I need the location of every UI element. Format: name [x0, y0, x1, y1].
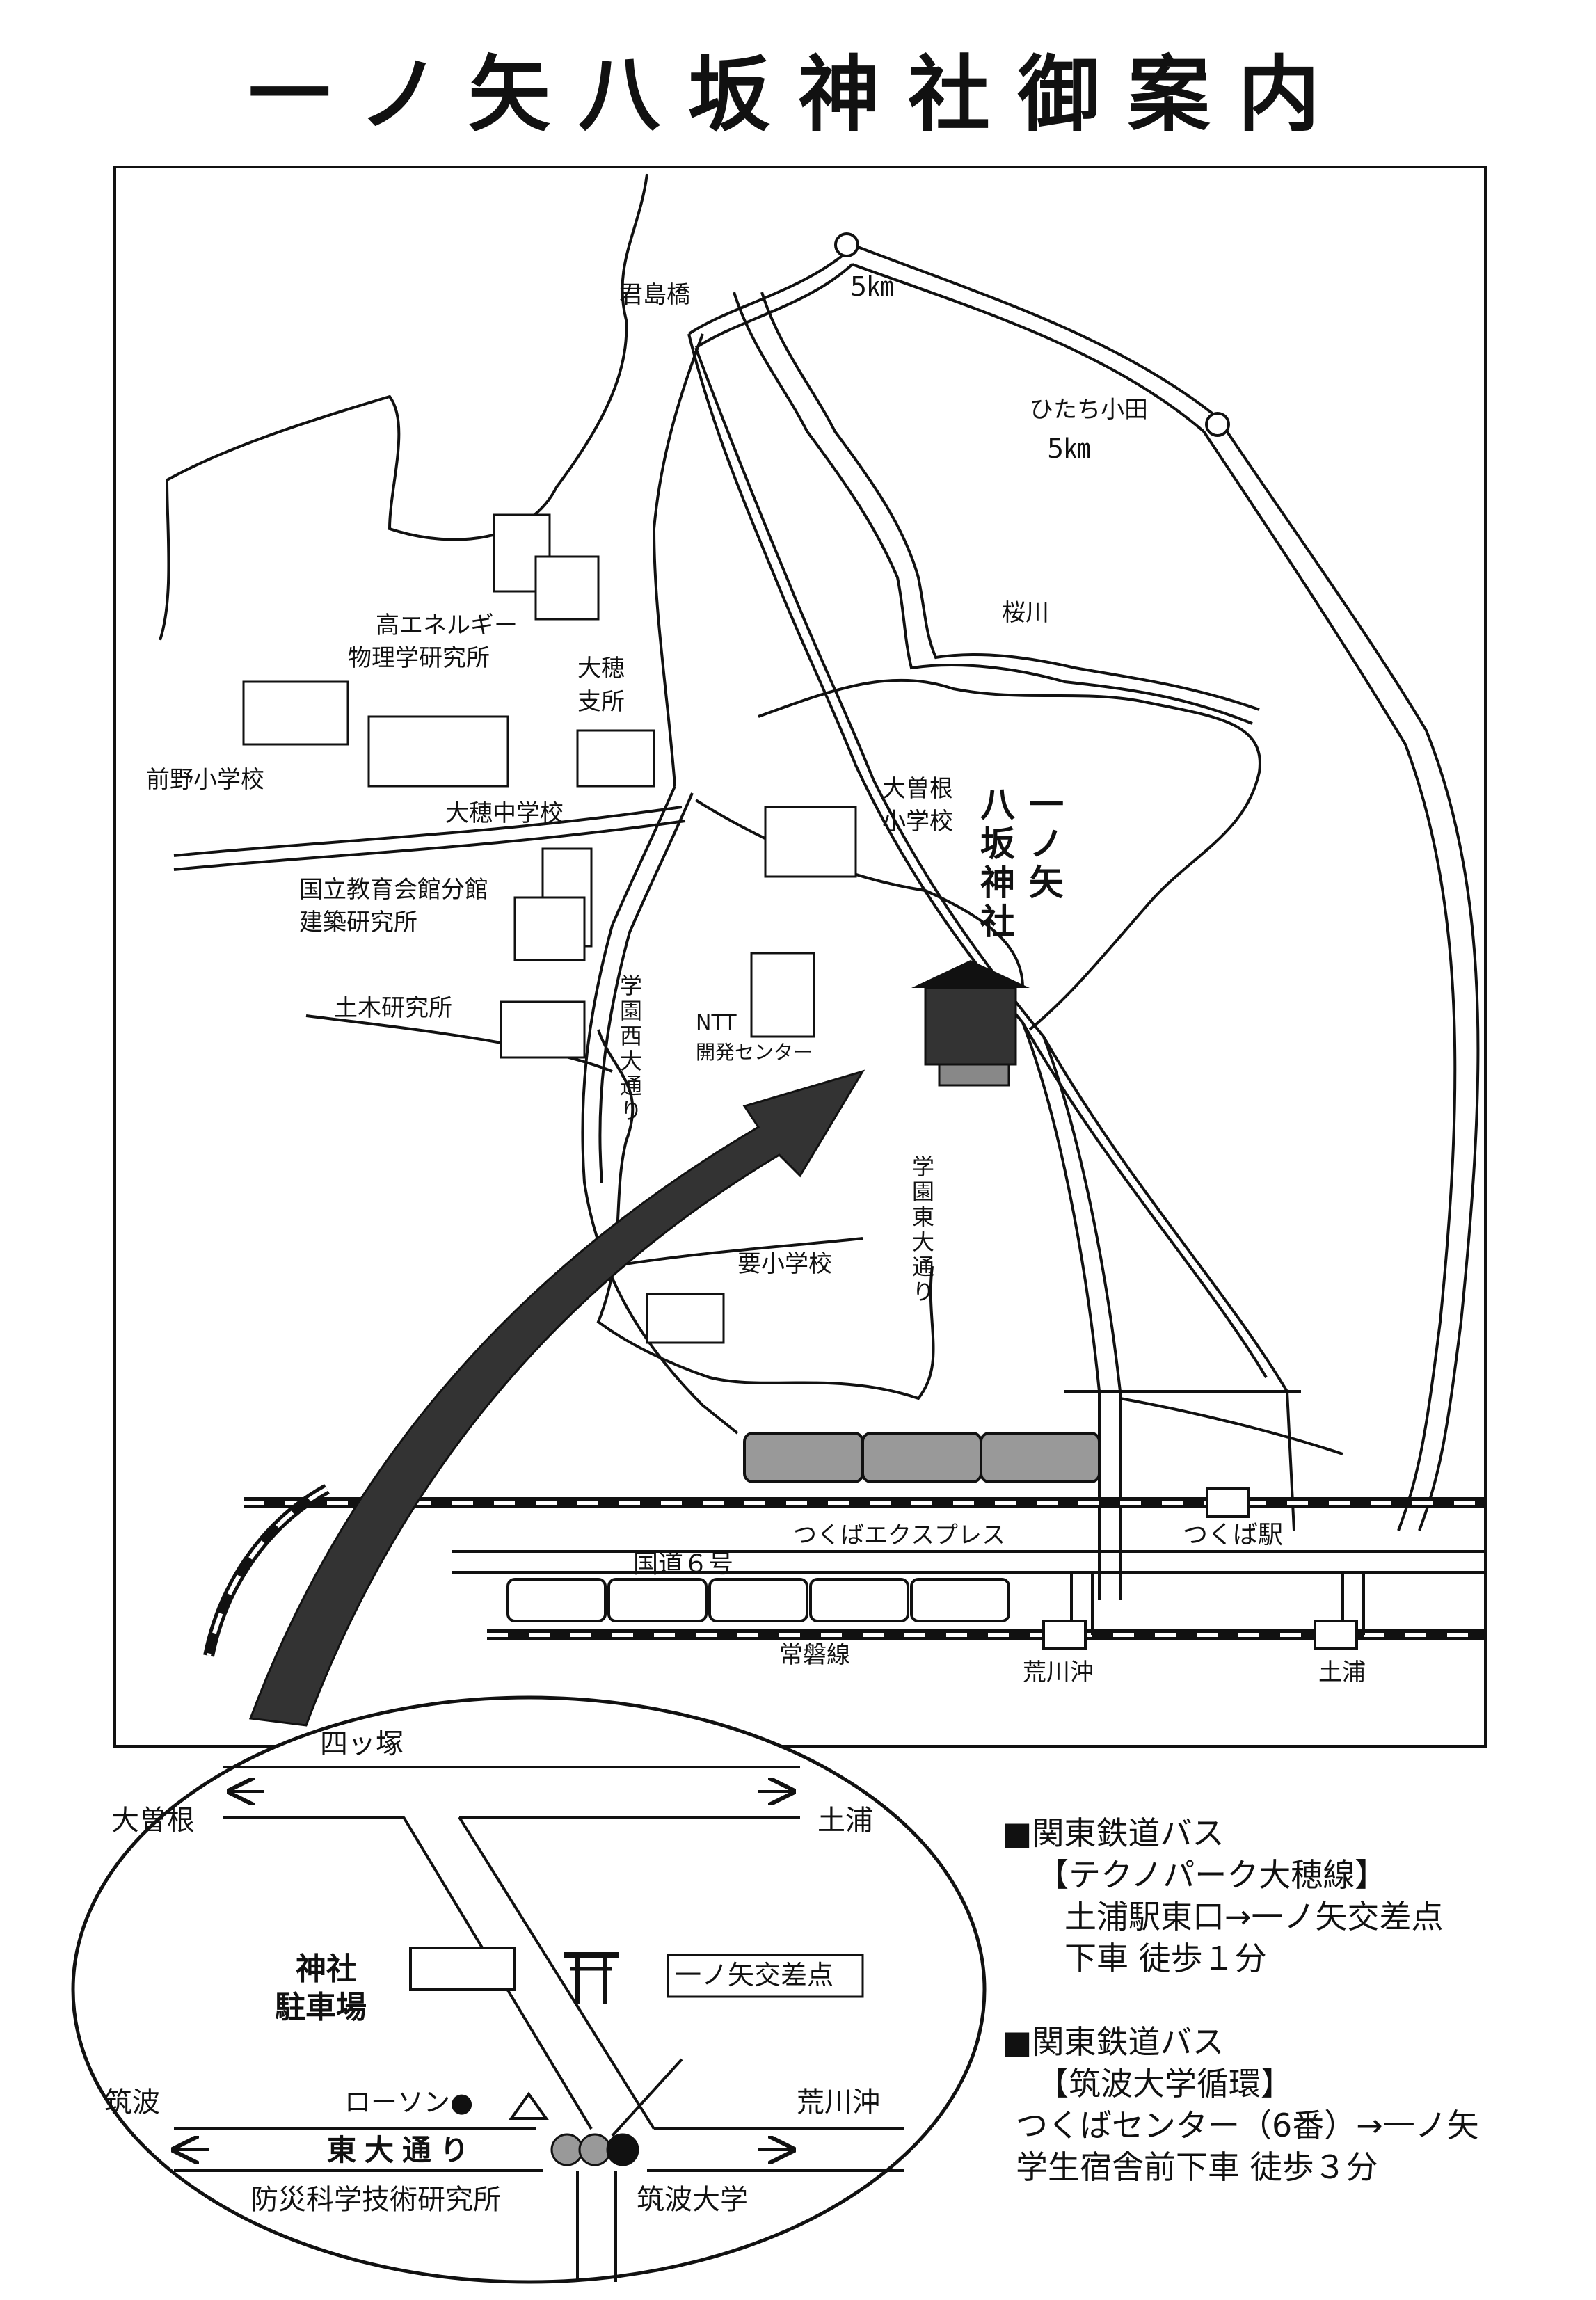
ntt-building-icon [750, 952, 815, 1038]
bus-2-header: ■関東鉄道バス [1002, 2023, 1224, 2061]
bus-1-line-name: 【テクノパーク大穂線】 [1037, 1856, 1387, 1894]
junction-hitachi-oda-marker [1205, 412, 1230, 437]
oho-jhs-building-icon [367, 715, 509, 788]
ichinoya-crossing-box [667, 1954, 864, 1998]
inset-yotsuzuka-label: 四ッ塚 [320, 1728, 404, 1760]
traffic-light-icon [550, 2133, 639, 2166]
bus-2-line-name: 【筑波大学循環】 [1037, 2065, 1293, 2102]
kaname-school-building-icon [646, 1293, 725, 1344]
inset-higashi-odori-label: 東大通り [327, 2133, 477, 2167]
inset-parking-label: 駐車場 [275, 1990, 367, 2025]
shrine-parking-box [409, 1947, 516, 1991]
inset-tsukuba-label: 筑波 [104, 2086, 160, 2118]
kaname-school-label: 要小学校 [737, 1250, 832, 1278]
bus-1-header: ■関東鉄道バス [1002, 1814, 1224, 1852]
joban-line-label: 常磐線 [779, 1641, 850, 1669]
map-frame [113, 166, 1487, 1748]
tsukuba-station-marker [1206, 1487, 1250, 1518]
ntt-label-1: NTT [696, 1011, 737, 1035]
bus-access-1: ■関東鉄道バス 【テクノパーク大穂線】 土浦駅東口→一ノ矢交差点 下車 徒歩１分 [1002, 1812, 1444, 1979]
direction-arrow [248, 1069, 865, 1727]
tsuchiura-label: 土浦 [1318, 1659, 1366, 1686]
junction-top-marker [834, 232, 859, 257]
inset-nied-label: 防災科学技術研究所 [250, 2184, 501, 2216]
oho-branch-label-1: 大穂 [577, 655, 625, 682]
dist-right-label: 5㎞ [1047, 433, 1090, 464]
gakuen-higashi-label: 学園東大通り [909, 1155, 935, 1305]
arakawaoki-label: 荒川沖 [1023, 1659, 1094, 1686]
ohsone-es-label-2: 小学校 [882, 808, 953, 836]
inset-map-oval [71, 1695, 987, 2284]
nier-label-1: 国立教育会館分館 [299, 876, 488, 904]
oho-branch-label-2: 支所 [577, 688, 625, 716]
arakawaoki-station-marker [1042, 1620, 1087, 1650]
bus-access-2: ■関東鉄道バス 【筑波大学循環】 つくばセンター（6番）→一ノ矢 学生宿舎前下車… [1002, 2021, 1479, 2188]
maeno-school-label: 前野小学校 [146, 766, 264, 794]
oho-jhs-label: 大穂中学校 [445, 799, 564, 827]
tx-train-icon [743, 1432, 1101, 1483]
kek-label-1: 高エネルギー [376, 612, 518, 639]
route6-label: 国道６号 [633, 1550, 733, 1579]
inset-crossing-label: 一ノ矢交差点 [675, 1960, 833, 1990]
sakuragawa-label: 桜川 [1002, 599, 1049, 627]
dist-top-label: 5㎞ [850, 271, 893, 302]
gakuen-nishi-label: 学園西大通り [616, 974, 643, 1124]
inset-arakawaoki-label: 荒川沖 [797, 2086, 880, 2118]
sakura-river-bank-2 [760, 292, 1260, 711]
inset-tsuchiura-label: 土浦 [817, 1805, 873, 1837]
pwri-label: 土木研究所 [334, 994, 452, 1022]
inset-tsukuba-univ-label: 筑波大学 [637, 2184, 748, 2216]
kek-label-2: 物理学研究所 [348, 644, 490, 672]
bus-2-walk: 学生宿舎前下車 徒歩３分 [1016, 2148, 1378, 2186]
shrine-icon [911, 960, 1030, 1087]
ohsone-es-label-1: 大曽根 [882, 775, 953, 803]
joban-train-icon [506, 1578, 1010, 1622]
ohsone-school-building-icon [764, 806, 857, 878]
torii-icon [564, 1952, 619, 2004]
terrain-outline-west [159, 173, 648, 641]
shrine-label-col2: 八坂神社 [975, 786, 1015, 942]
road-network [173, 242, 1480, 1600]
page-title: 一ノ矢八坂神社御案内 [248, 47, 1348, 143]
tsukuba-station-label: つくば駅 [1183, 1521, 1283, 1549]
pwri-building-icon [500, 1000, 586, 1059]
sakura-river-bank-1 [733, 292, 1253, 725]
bus-1-walk: 下車 徒歩１分 [1064, 1940, 1267, 1977]
inset-shrine-label: 神社 [296, 1951, 357, 1987]
ntt-label-2: 開発センター [696, 1041, 813, 1064]
terrain-outline-east [758, 678, 1261, 1031]
bus-1-route: 土浦駅東口→一ノ矢交差点 [1064, 1898, 1444, 1935]
tsuchiura-station-marker [1314, 1620, 1358, 1650]
kimishima-bridge-label: 君島橋 [619, 281, 690, 309]
inset-ohsone-label: 大曽根 [111, 1805, 195, 1837]
convenience-store-marker [509, 2091, 549, 2120]
nier-label-2: 建築研究所 [299, 909, 417, 936]
hitachi-oda-label: ひたち小田 [1030, 396, 1148, 424]
oho-branch-building-icon [576, 729, 655, 788]
tx-line-label: つくばエクスプレス [793, 1522, 1005, 1549]
terrain-outline-south [596, 1029, 935, 1400]
maeno-school-building-icon [242, 680, 349, 746]
shrine-label-col1: 一ノ矢 [1023, 786, 1064, 903]
inset-lawson-label: ローソン● [344, 2087, 473, 2118]
bus-2-route: つくばセンター（6番）→一ノ矢 [1016, 2107, 1479, 2144]
